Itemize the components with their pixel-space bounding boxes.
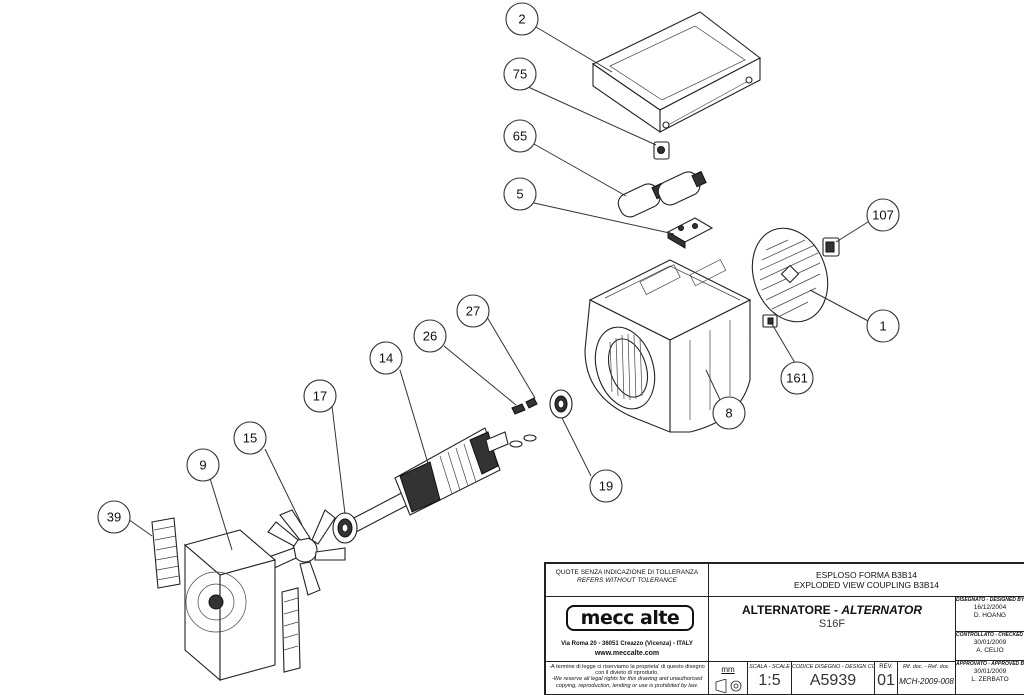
part-stator-housing — [584, 259, 752, 433]
callout-14-label: 14 — [379, 351, 393, 366]
part-terminal-clip — [653, 141, 670, 160]
callout-17-label: 17 — [313, 389, 327, 404]
part-front-shield — [183, 529, 301, 682]
product-name: ALTERNATORE - ALTERNATOR — [741, 603, 922, 617]
tolerance-it: QUOTE SENZA INDICAZIONE DI TOLLERANZA — [555, 569, 699, 576]
title-block: QUOTE SENZA INDICAZIONE DI TOLLERANZA RE… — [544, 562, 1024, 695]
callout-2: 2 — [505, 2, 539, 36]
callout-19-label: 19 — [599, 479, 613, 494]
revision: 01 — [877, 671, 895, 689]
callout-8: 8 — [712, 396, 746, 430]
callout-26: 26 — [413, 319, 447, 353]
unit: mm — [721, 665, 735, 674]
designed-by: DISEGNATO - DESIGNED BY 16/12/2004 D. HO… — [955, 596, 1024, 632]
callout-14: 14 — [369, 341, 403, 375]
callout-75: 75 — [503, 57, 537, 91]
design-code: A5939 — [809, 671, 857, 689]
leader-lines — [127, 26, 871, 551]
company-website: www.meccalte.com — [594, 650, 660, 657]
callout-5: 5 — [503, 177, 537, 211]
callout-161: 161 — [780, 361, 814, 395]
callout-2-label: 2 — [518, 12, 525, 27]
callout-27: 27 — [456, 294, 490, 328]
part-cable-gland — [822, 237, 840, 257]
part-small-component — [762, 314, 778, 328]
callout-39: 39 — [97, 500, 131, 534]
approved-by: APPROVATO - APPROVED BY 30/01/2009 L. ZE… — [955, 660, 1024, 695]
callout-5-label: 5 — [516, 187, 523, 202]
callout-107-label: 107 — [872, 208, 894, 223]
callout-9-label: 9 — [199, 458, 206, 473]
callout-19: 19 — [589, 469, 623, 503]
part-rotor — [349, 427, 509, 533]
callout-15-label: 15 — [243, 431, 257, 446]
tolerance-note: QUOTE SENZA INDICAZIONE DI TOLLERANZA RE… — [545, 563, 709, 597]
callout-17: 17 — [303, 379, 337, 413]
unit-cell: mm — [708, 661, 748, 695]
callout-27-label: 27 — [466, 304, 480, 319]
callout-161-label: 161 — [786, 371, 808, 386]
title-it: ESPLOSO FORMA B3B14 — [815, 570, 918, 580]
design-code-cell: CODICE DISEGNO - DESIGN CODE A5939 — [791, 661, 875, 695]
callout-107: 107 — [866, 198, 900, 232]
scale-value: 1:5 — [758, 671, 781, 689]
checked-by: CONTROLLATO - CHECKED BY 30/01/2009 A. C… — [955, 631, 1024, 661]
scale-cell: SCALA - SCALE 1:5 — [747, 661, 792, 695]
meccalte-logo: mecc alte — [566, 605, 694, 631]
drawing-title: ESPLOSO FORMA B3B14 EXPLODED VIEW COUPLI… — [708, 563, 1024, 597]
callout-8-label: 8 — [725, 406, 732, 421]
callout-1: 1 — [866, 309, 900, 343]
part-rear-bearing — [549, 389, 573, 419]
title-en: EXPLODED VIEW COUPLING B3B14 — [793, 580, 940, 590]
part-capacitors — [617, 170, 707, 218]
product-model: S16F — [818, 618, 846, 630]
company-address: Via Roma 20 - 36051 Creazzo (Vicenza) - … — [561, 641, 693, 647]
company-logo-area: mecc alte Via Roma 20 - 36051 Creazzo (V… — [545, 596, 709, 662]
ref-doc-cell: Rif. doc. - Ref. doc. MCH-2009-008 — [897, 661, 956, 695]
part-front-bearing — [332, 512, 358, 544]
callout-9: 9 — [186, 448, 220, 482]
product-info: ALTERNATORE - ALTERNATOR S16F — [708, 596, 956, 662]
part-front-grille — [151, 517, 181, 589]
projection-symbol-icon — [715, 679, 742, 693]
part-fittings — [509, 397, 538, 448]
callout-15: 15 — [233, 421, 267, 455]
callout-65-label: 65 — [513, 129, 527, 144]
legal-note: -A termine di legge ci riserviamo la pro… — [545, 661, 709, 695]
callout-75-label: 75 — [513, 67, 527, 82]
ref-doc: MCH-2009-008 — [899, 676, 954, 686]
tolerance-en: REFERS WITHOUT TOLERANCE — [577, 576, 677, 584]
callout-1-label: 1 — [879, 319, 886, 334]
revision-cell: REV. 01 — [874, 661, 898, 695]
callout-65: 65 — [503, 119, 537, 153]
part-terminal-board — [666, 217, 714, 249]
callout-26-label: 26 — [423, 329, 437, 344]
part-rear-grille — [751, 227, 829, 323]
part-terminal-cover — [591, 11, 762, 134]
callout-39-label: 39 — [107, 510, 121, 525]
